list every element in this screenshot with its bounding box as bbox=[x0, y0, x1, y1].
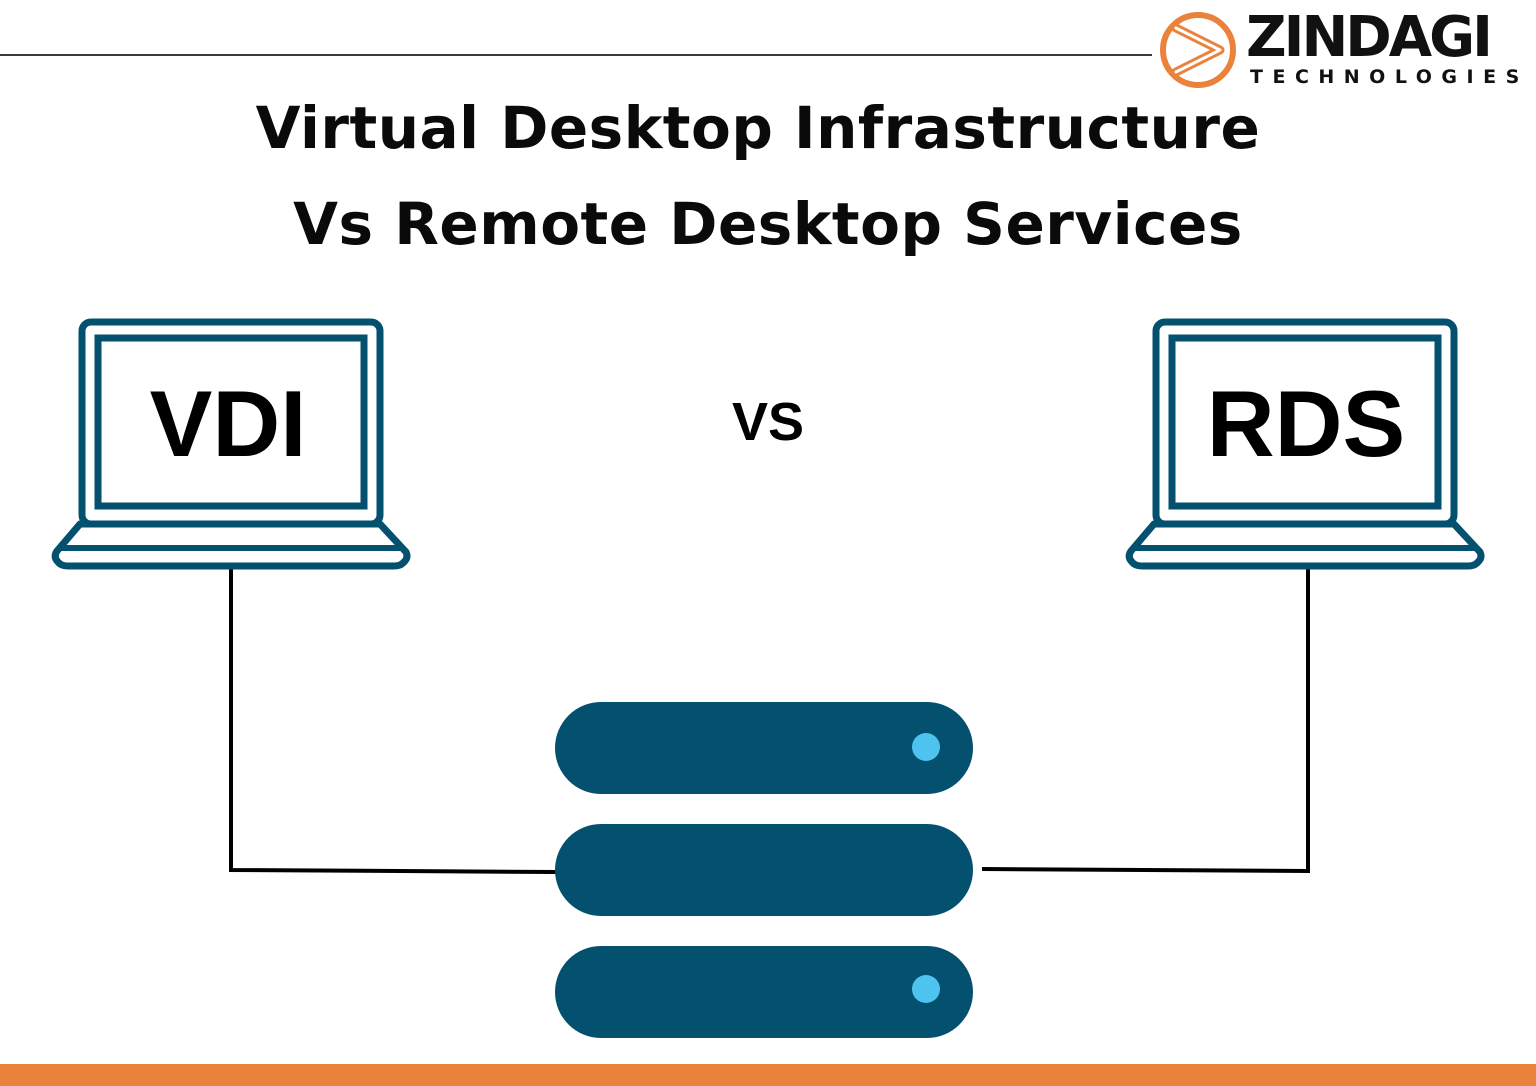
brand-tagline: TECHNOLOGIES bbox=[1250, 66, 1529, 88]
brand-name: ZINDAGI bbox=[1246, 5, 1493, 70]
vdi-label: VDI bbox=[150, 371, 307, 476]
laptop-icon bbox=[1125, 318, 1485, 570]
brand-logo: ZINDAGI TECHNOLOGIES bbox=[1158, 8, 1528, 92]
connector-lines bbox=[229, 568, 1310, 874]
rds-label: RDS bbox=[1207, 371, 1405, 476]
vs-label: VS bbox=[732, 392, 804, 452]
header-divider bbox=[0, 54, 1152, 56]
server-unit-3 bbox=[555, 946, 973, 1038]
footer-accent-bar bbox=[0, 1064, 1536, 1086]
server-stack-icon bbox=[555, 702, 973, 1038]
server-unit-2 bbox=[555, 824, 973, 916]
server-indicator-icon bbox=[912, 733, 940, 761]
laptop-icon bbox=[51, 318, 411, 570]
server-indicator-icon bbox=[912, 975, 940, 1003]
chevron-circle-icon bbox=[1160, 12, 1236, 88]
server-unit-1 bbox=[555, 702, 973, 794]
page-title-line-1: Virtual Desktop Infrastructure bbox=[255, 94, 1261, 162]
page-title-line-2: Vs Remote Desktop Services bbox=[293, 190, 1243, 258]
